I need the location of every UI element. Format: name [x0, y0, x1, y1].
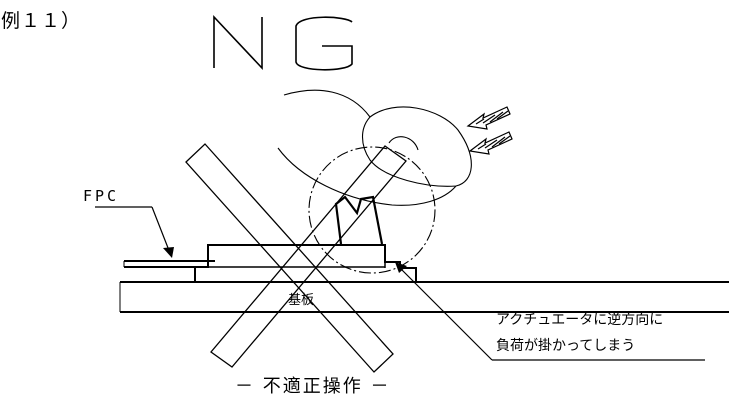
cross-band-right-to-left: [210, 145, 407, 368]
note-line-1: アクチュエータに逆方向に: [496, 312, 664, 328]
cross-band-left-to-right: [185, 143, 394, 373]
focus-circle: [308, 146, 436, 274]
motion-arrow-lower: [468, 131, 513, 155]
actuator: [334, 195, 384, 245]
ng-mark: [213, 14, 353, 71]
note-leader: [395, 262, 705, 361]
ng-letter-g: [295, 16, 353, 71]
fpc-leader-arrow: [163, 247, 174, 258]
ng-cross: [185, 143, 407, 373]
note-leader-arrow: [395, 262, 407, 273]
example-number-label: 例１１）: [1, 10, 82, 32]
fpc-leader-line: [151, 206, 171, 254]
fpc-cable: [95, 206, 215, 268]
ng-letter-n: [213, 14, 263, 71]
motion-arrows: [466, 106, 513, 155]
finger-illustration: [277, 89, 472, 206]
connector-body: [194, 244, 417, 282]
figure-caption: － 不適正操作 －: [235, 376, 391, 397]
circuit-board: [119, 281, 729, 313]
fpc-label: FPC: [83, 187, 120, 205]
board-label: 基板: [288, 293, 315, 308]
note-line-2: 負荷が掛かってしまう: [496, 338, 636, 354]
motion-arrow-upper: [466, 106, 511, 130]
